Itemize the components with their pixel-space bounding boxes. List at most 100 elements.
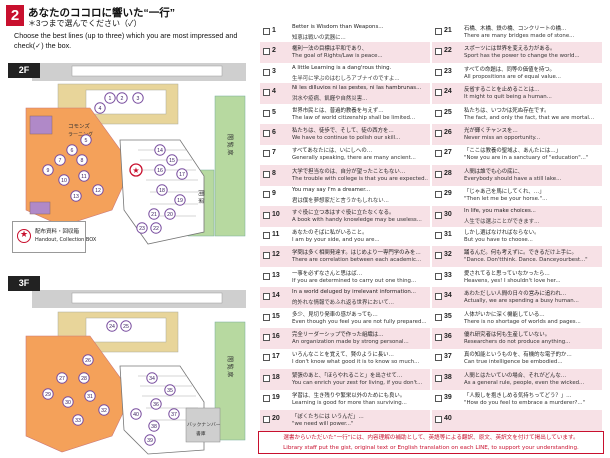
quote-checkbox-25[interactable] (435, 109, 442, 117)
section-number-badge: 2 (6, 5, 24, 26)
quote-checkbox-31[interactable] (435, 232, 442, 239)
quote-checkbox-13[interactable] (263, 272, 270, 280)
quote-number: 6 (272, 129, 276, 136)
quote-checkbox-39[interactable] (435, 395, 442, 403)
quote-checkbox-23[interactable] (435, 68, 442, 76)
quote-checkbox-4[interactable] (263, 89, 270, 97)
quote-number: 30 (444, 210, 452, 218)
quote-checkbox-3[interactable] (263, 68, 270, 76)
quote-checkbox-26[interactable] (435, 130, 442, 137)
quote-text-en: There is no shortage of worlds and pages… (464, 318, 581, 325)
quote-text-jp: スポーツには世界を変える力がある。 (464, 46, 556, 53)
quote-checkbox-20[interactable] (263, 415, 270, 423)
quote-checkbox-34[interactable] (435, 293, 442, 301)
quote-number: 2 (272, 47, 276, 55)
quote-checkbox-15[interactable] (263, 313, 270, 321)
quote-text-jp: 人体がいかに深く機能している… (464, 311, 545, 318)
quote-checkbox-12[interactable] (263, 252, 270, 260)
quote-checkbox-16[interactable] (263, 334, 270, 341)
quote-checkbox-40[interactable] (435, 415, 442, 423)
floor-3-commons-area (25, 335, 133, 453)
quote-checkbox-37[interactable] (435, 354, 442, 362)
floor-3-marker-label-35: 35 (167, 388, 173, 394)
quote-text-jp: In life, you make choices... (464, 207, 536, 214)
floor-2-marker-10 (58, 174, 70, 186)
quote-checkbox-6[interactable] (263, 130, 270, 137)
quote-checkbox-17[interactable] (263, 354, 270, 362)
quote-checkbox-24[interactable] (435, 89, 442, 97)
quote-text-en: 生半可に学ぶのはむしろアブナイのですよ... (292, 75, 400, 82)
quote-number: 38 (444, 373, 452, 381)
quote-checkbox-33[interactable] (435, 272, 442, 280)
floor-3-marker-label-29: 29 (45, 392, 51, 398)
floor-3-marker-38 (148, 420, 160, 432)
floor-3-marker-label-27: 27 (59, 376, 65, 382)
quote-checkbox-2[interactable] (263, 48, 270, 56)
quote-checkbox-36[interactable] (435, 334, 442, 341)
floor-3-marker-30 (62, 396, 74, 408)
quote-text-en: "Now you are in a sanctuary of "educatio… (464, 155, 589, 162)
quote-checkbox-38[interactable] (435, 374, 442, 382)
quote-checkbox-21[interactable] (435, 28, 442, 35)
quote-checkbox-30[interactable] (435, 211, 442, 219)
floor-2-marker-label-3: 3 (137, 96, 140, 102)
quote-checkbox-9[interactable] (263, 191, 270, 199)
quote-text-en: Researchers do not produce anything... (464, 339, 571, 345)
quote-text-jp: A little Learning is a dang'rous thing. (292, 64, 392, 71)
quote-number: 15 (272, 312, 280, 320)
quote-checkbox-18[interactable] (263, 374, 270, 382)
quote-checkbox-19[interactable] (263, 395, 270, 403)
quote-text-en: A book with handy knowledge may be usele… (292, 216, 422, 223)
quote-checkbox-28[interactable] (435, 170, 442, 178)
quote-text-jp: 一事を必ずなさんと思はば… (292, 270, 363, 277)
quote-checkbox-1[interactable] (263, 28, 270, 35)
quote-text-en: If you are determined to carry out one t… (292, 277, 417, 284)
quote-checkbox-27[interactable] (435, 150, 442, 158)
quote-checkbox-32[interactable] (435, 252, 442, 260)
quote-text-jp: 真の知能というものを、有機的な電子的か… (464, 352, 572, 359)
floor-2-marker-label-23: 23 (139, 226, 145, 232)
floor-2-marker-15 (166, 154, 178, 166)
floor-3-marker-31 (84, 390, 96, 402)
floor-2-marker-label-12: 12 (95, 188, 101, 194)
quote-text-jp: 踊るんだ。何も考えずに。できるだけ上手に。 (464, 250, 577, 257)
floor-2-label-stacks: 開 架 (197, 190, 205, 204)
floor-3-marker-37 (168, 408, 180, 420)
quote-checkbox-7[interactable] (263, 150, 270, 158)
floor-2-marker-label-9: 9 (47, 168, 50, 174)
quote-text-en: Never miss an opportunity... (464, 135, 541, 141)
section-title: あなたのココロに響いた“一行” (28, 7, 175, 19)
quote-number: 19 (272, 394, 280, 402)
quote-checkbox-22[interactable] (435, 48, 442, 56)
floor-2-marker-label-2: 2 (121, 96, 124, 102)
floor-2-marker-19 (174, 194, 186, 206)
floor-3-marker-26 (82, 354, 94, 366)
quote-checkbox-11[interactable] (263, 232, 270, 239)
quote-checkbox-5[interactable] (263, 109, 270, 117)
floor-3-label-reading: 閲 覧 席 (226, 356, 234, 377)
quote-checkbox-8[interactable] (263, 170, 270, 178)
quote-checkbox-35[interactable] (435, 313, 442, 321)
instructions-text: Choose the best lines (up to three) whic… (14, 31, 238, 50)
quote-number: 40 (444, 414, 452, 422)
quote-checkbox-14[interactable] (263, 293, 270, 301)
svg-text:★: ★ (132, 166, 139, 175)
quote-checkbox-29[interactable] (435, 191, 442, 199)
quote-text-en: The goal of Rights/Law is peace... (292, 53, 383, 60)
quote-checkbox-10[interactable] (263, 211, 270, 219)
quote-text-en: Can true intelligence be embodied... (464, 359, 563, 366)
floor-3-stacks-area (119, 365, 205, 455)
quote-text-en: The fact, and only the fact, that we are… (464, 114, 595, 121)
